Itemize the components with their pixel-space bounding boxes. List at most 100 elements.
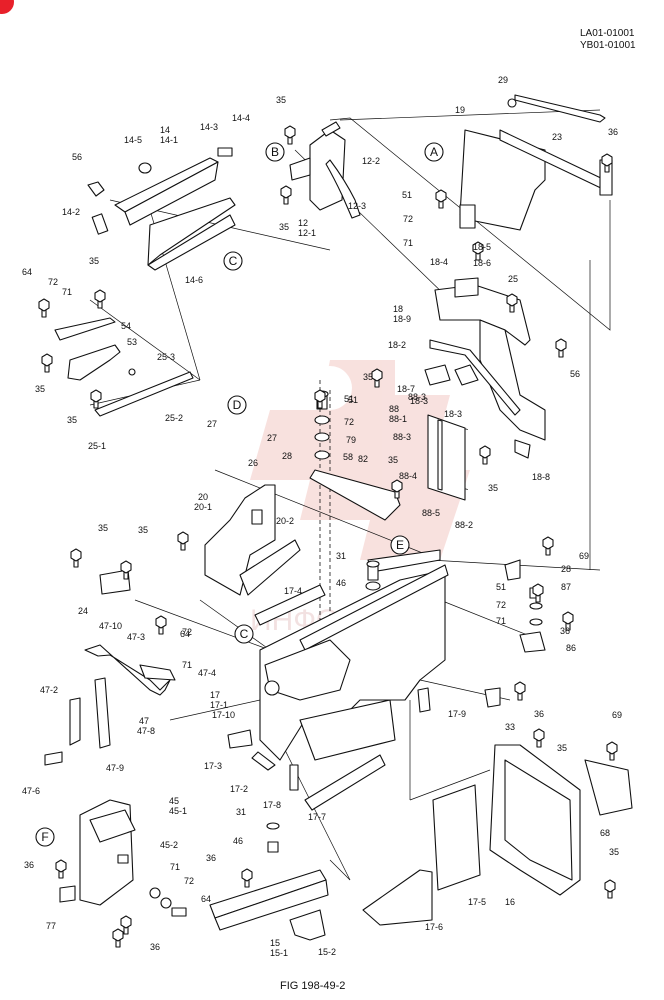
part-label-36: 36 bbox=[150, 942, 160, 952]
part-label-29: 29 bbox=[498, 75, 508, 85]
part-label-18-8: 18-8 bbox=[532, 472, 550, 482]
part-label-35: 35 bbox=[276, 95, 286, 105]
part-label-51: 51 bbox=[348, 395, 358, 405]
screw-icon bbox=[55, 859, 67, 879]
screw-icon bbox=[177, 531, 189, 551]
screw-icon bbox=[479, 445, 491, 465]
part-label-71: 71 bbox=[496, 616, 506, 626]
part-15-rail bbox=[209, 822, 329, 941]
part-17-main-frame bbox=[227, 549, 449, 811]
part-label-35: 35 bbox=[35, 384, 45, 394]
part-label-71: 71 bbox=[182, 660, 192, 670]
part-label-88-1: 88-1 bbox=[389, 414, 407, 424]
part-label-72: 72 bbox=[496, 600, 506, 610]
part-label-77: 77 bbox=[46, 921, 56, 931]
part-label-71: 71 bbox=[62, 287, 72, 297]
part-label-33: 33 bbox=[505, 722, 515, 732]
part-label-47-4: 47-4 bbox=[198, 668, 216, 678]
part-label-72: 72 bbox=[403, 214, 413, 224]
part-label-72: 72 bbox=[182, 627, 192, 637]
part-label-20: 20 bbox=[198, 492, 208, 502]
part-label-18-2: 18-2 bbox=[388, 340, 406, 350]
part-label-88-3: 88-3 bbox=[393, 432, 411, 442]
screw-icon bbox=[241, 868, 253, 888]
screw-icon bbox=[562, 611, 574, 631]
part-label-26: 26 bbox=[248, 458, 258, 468]
part-label-17: 17 bbox=[210, 690, 220, 700]
screw-icon bbox=[472, 241, 484, 261]
part-label-25-2: 25-2 bbox=[165, 413, 183, 423]
screw-icon bbox=[514, 681, 526, 701]
screw-icon bbox=[280, 185, 292, 205]
screw-icon bbox=[604, 879, 616, 899]
part-label-51: 51 bbox=[344, 394, 354, 404]
part-label-46: 46 bbox=[233, 836, 243, 846]
svg-text:C: C bbox=[240, 627, 249, 641]
part-label-17-2: 17-2 bbox=[230, 784, 248, 794]
screw-icon bbox=[371, 368, 383, 388]
screw-icon bbox=[112, 928, 124, 948]
part-label-18: 18 bbox=[393, 304, 403, 314]
part-label-18-3: 18-3 bbox=[444, 409, 462, 419]
marker-E: E bbox=[390, 535, 410, 555]
part-label-47-9: 47-9 bbox=[106, 763, 124, 773]
part-12-cover bbox=[289, 121, 361, 219]
part-label-47-2: 47-2 bbox=[40, 685, 58, 695]
part-label-88: 88 bbox=[389, 404, 399, 414]
part-label-72: 72 bbox=[344, 417, 354, 427]
marker-F: F bbox=[35, 827, 55, 847]
part-label-18-6: 18-6 bbox=[473, 258, 491, 268]
screw-icon bbox=[41, 353, 53, 373]
part-label-36: 36 bbox=[608, 127, 618, 137]
marker-B: B bbox=[265, 142, 285, 162]
document-code-2: YB01-01001 bbox=[580, 40, 636, 51]
screw-icon bbox=[533, 728, 545, 748]
part-label-56: 56 bbox=[72, 152, 82, 162]
part-label-45-1: 45-1 bbox=[169, 806, 187, 816]
screw-icon bbox=[555, 338, 567, 358]
part-label-18-3: 18-3 bbox=[410, 396, 428, 406]
part-label-12-2: 12-2 bbox=[362, 156, 380, 166]
part-label-88-2: 88-2 bbox=[455, 520, 473, 530]
svg-text:C: C bbox=[229, 254, 238, 268]
svg-text:B: B bbox=[271, 145, 279, 159]
fasteners-31-46 bbox=[365, 560, 381, 591]
screws bbox=[38, 125, 618, 948]
part-16-duct bbox=[489, 744, 633, 896]
part-14-bracket bbox=[87, 147, 236, 271]
part-label-16: 16 bbox=[505, 897, 515, 907]
part-label-36: 36 bbox=[534, 709, 544, 719]
part-label-17-1: 17-1 bbox=[210, 700, 228, 710]
screw-icon bbox=[70, 548, 82, 568]
part-number-labels: 1414-114-214-314-414-514-61212-112-212-3… bbox=[22, 75, 622, 958]
part-label-14-2: 14-2 bbox=[62, 207, 80, 217]
part-label-36: 36 bbox=[206, 853, 216, 863]
part-20-plate bbox=[204, 484, 301, 596]
part-label-17-9: 17-9 bbox=[448, 709, 466, 719]
part-label-20-2: 20-2 bbox=[276, 516, 294, 526]
part-label-17-5: 17-5 bbox=[468, 897, 486, 907]
part-label-35: 35 bbox=[89, 256, 99, 266]
screw-icon bbox=[606, 741, 618, 761]
part-label-36: 36 bbox=[560, 626, 570, 636]
part-label-47-8: 47-8 bbox=[137, 726, 155, 736]
part-45-box bbox=[59, 799, 187, 917]
part-label-86: 86 bbox=[566, 643, 576, 653]
part-47-frame bbox=[44, 644, 176, 766]
part-label-88-5: 88-5 bbox=[422, 508, 440, 518]
svg-text:F: F bbox=[41, 830, 48, 844]
part-label-88-3: 88-3 bbox=[408, 392, 426, 402]
part-label-87: 87 bbox=[561, 582, 571, 592]
part-label-14-1: 14-1 bbox=[160, 135, 178, 145]
part-label-15-1: 15-1 bbox=[270, 948, 288, 958]
svg-text:D: D bbox=[233, 398, 242, 412]
part-19-plate bbox=[459, 94, 613, 231]
svg-text:E: E bbox=[396, 538, 404, 552]
part-label-15: 15 bbox=[270, 938, 280, 948]
part-label-28: 28 bbox=[561, 564, 571, 574]
part-label-51: 51 bbox=[496, 582, 506, 592]
part-label-45-2: 45-2 bbox=[160, 840, 178, 850]
part-label-35: 35 bbox=[609, 847, 619, 857]
screw-icon bbox=[94, 289, 106, 309]
